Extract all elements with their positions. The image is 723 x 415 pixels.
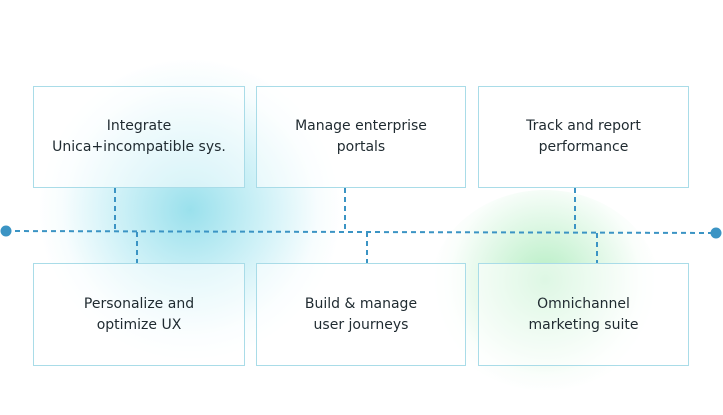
card-label: Build & manage user journeys [304, 295, 418, 333]
card-label: Omnichannel marketing suite [528, 295, 639, 333]
card-track-performance: Track and report performance [478, 86, 689, 188]
card-label: Integrate Unica+incompatible sys. [52, 118, 226, 155]
timeline-start-dot [0, 225, 12, 237]
card-label: Track and report performance [526, 118, 641, 155]
card-integrate-unica: Integrate Unica+incompatible sys. [33, 86, 245, 188]
card-personalize-ux: Personalize and optimize UX [33, 263, 245, 366]
card-label: Manage enterprise portals [295, 118, 427, 155]
card-manage-portals: Manage enterprise portals [256, 86, 466, 188]
timeline-axis [5, 230, 717, 234]
card-omnichannel-suite: Omnichannel marketing suite [478, 263, 689, 366]
card-label: Personalize and optimize UX [83, 295, 195, 333]
card-user-journeys: Build & manage user journeys [256, 263, 466, 366]
timeline-end-dot [710, 227, 722, 239]
